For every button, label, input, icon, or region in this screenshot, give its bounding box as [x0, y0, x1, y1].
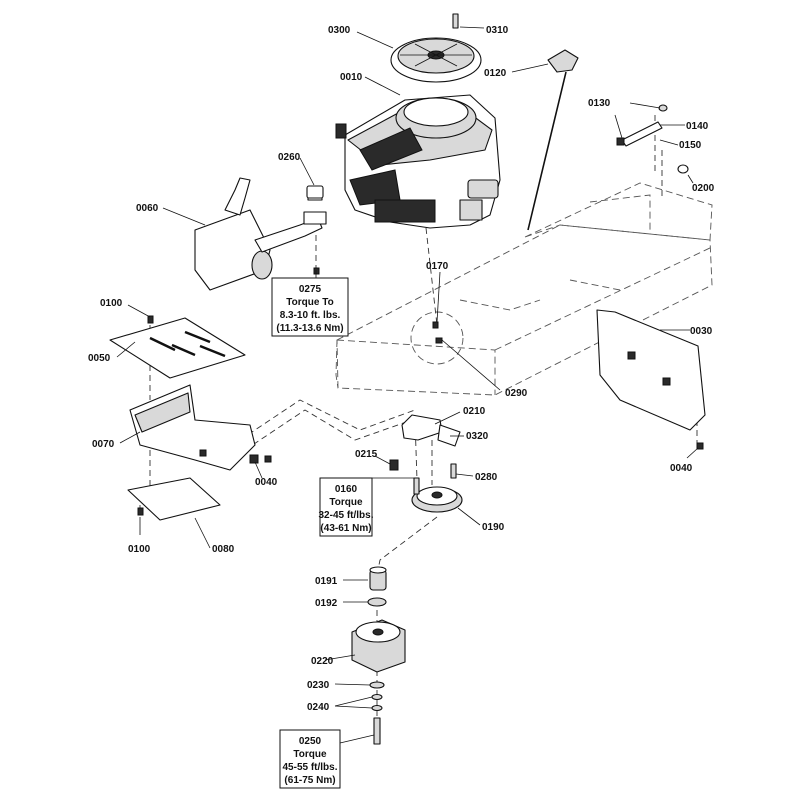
torque-box-0250-part: 0250	[299, 736, 322, 747]
pto-clutch	[351, 619, 406, 673]
callout-0030: 0030	[690, 326, 713, 337]
callout-0120: 0120	[484, 68, 507, 79]
callout-0260: 0260	[278, 152, 301, 163]
callout-0290: 0290	[505, 388, 528, 399]
muffler	[194, 177, 327, 291]
callout-0300: 0300	[328, 25, 351, 36]
screw-0310	[452, 13, 459, 29]
torque-box-0250-imperial: 45-55 ft/lbs.	[282, 762, 337, 773]
torque-box-0275: 0275 Torque To 8.3-10 ft. lbs. (11.3-13.…	[271, 277, 349, 337]
callout-0191: 0191	[315, 576, 338, 587]
callout-0280: 0280	[475, 472, 498, 483]
spacer	[369, 566, 387, 591]
pulley-bracket	[389, 414, 461, 471]
torque-box-0250: 0250 Torque 45-55 ft/lbs. (61-75 Nm)	[279, 729, 341, 789]
screw-0275	[313, 267, 320, 275]
torque-box-0160-part: 0160	[335, 484, 358, 495]
cover-plate	[127, 477, 221, 521]
callout-0100-top: 0100	[100, 298, 123, 309]
pulley	[411, 486, 463, 513]
chassis-frame	[335, 182, 713, 396]
callout-0240: 0240	[307, 702, 330, 713]
engine-fan-cover	[390, 37, 482, 83]
bushing	[367, 597, 387, 607]
screw-0100a	[147, 315, 154, 324]
screw-0170	[432, 321, 439, 329]
torque-box-0275-metric: (11.3-13.6 Nm)	[276, 323, 343, 334]
mount-bracket	[129, 384, 259, 471]
callout-0210: 0210	[463, 406, 486, 417]
bolt-0280	[450, 463, 457, 479]
callout-0050: 0050	[88, 353, 111, 364]
torque-box-0275-part: 0275	[299, 284, 322, 295]
callout-0010: 0010	[340, 72, 363, 83]
callout-0150: 0150	[679, 140, 702, 151]
screw-0040a	[264, 455, 272, 463]
torque-box-0160-imperial: 32-45 ft/lbs.	[318, 510, 373, 521]
torque-box-0160-metric: (43-61 Nm)	[320, 523, 371, 534]
callout-0060: 0060	[136, 203, 159, 214]
washer-0240a	[371, 693, 383, 701]
callout-0070: 0070	[92, 439, 115, 450]
callout-0130: 0130	[588, 98, 611, 109]
gasket-0260	[306, 185, 324, 199]
leader-lines	[116, 26, 699, 744]
side-panel	[596, 309, 706, 431]
pivot-rod	[616, 104, 689, 174]
torque-box-0275-imperial: 8.3-10 ft. lbs.	[280, 310, 341, 321]
callout-0040-left: 0040	[255, 477, 278, 488]
torque-box-0250-label: Torque	[293, 749, 327, 760]
callout-0220: 0220	[311, 656, 334, 667]
callout-0190: 0190	[482, 522, 505, 533]
washer-0240b	[371, 704, 383, 712]
nut-0290	[435, 337, 443, 344]
dipstick	[527, 49, 579, 231]
callout-0100-bottom: 0100	[128, 544, 151, 555]
callout-0140: 0140	[686, 121, 709, 132]
callout-0040-right: 0040	[670, 463, 693, 474]
washer-0230	[369, 681, 385, 689]
callout-0170: 0170	[426, 261, 449, 272]
callout-labels: 0300 0310 0010 0120 0130 0140 0150 0200 …	[88, 25, 715, 713]
callout-0310: 0310	[486, 25, 509, 36]
screw-0100b	[137, 507, 144, 516]
callout-0192: 0192	[315, 598, 338, 609]
callout-0080: 0080	[212, 544, 235, 555]
engine-illustration	[335, 94, 501, 229]
callout-0320: 0320	[466, 431, 489, 442]
screw-0040b	[696, 442, 704, 450]
torque-box-0275-label: Torque To	[286, 297, 333, 308]
heat-shield	[109, 317, 246, 379]
callout-0230: 0230	[307, 680, 330, 691]
callout-0215: 0215	[355, 449, 378, 460]
torque-box-0250-metric: (61-75 Nm)	[284, 775, 335, 786]
torque-box-0160-label: Torque	[329, 497, 363, 508]
bolt-0250	[373, 717, 381, 745]
callout-0200: 0200	[692, 183, 715, 194]
bolt-0160	[413, 477, 420, 495]
torque-box-0160: 0160 Torque 32-45 ft/lbs. (43-61 Nm)	[318, 477, 374, 537]
